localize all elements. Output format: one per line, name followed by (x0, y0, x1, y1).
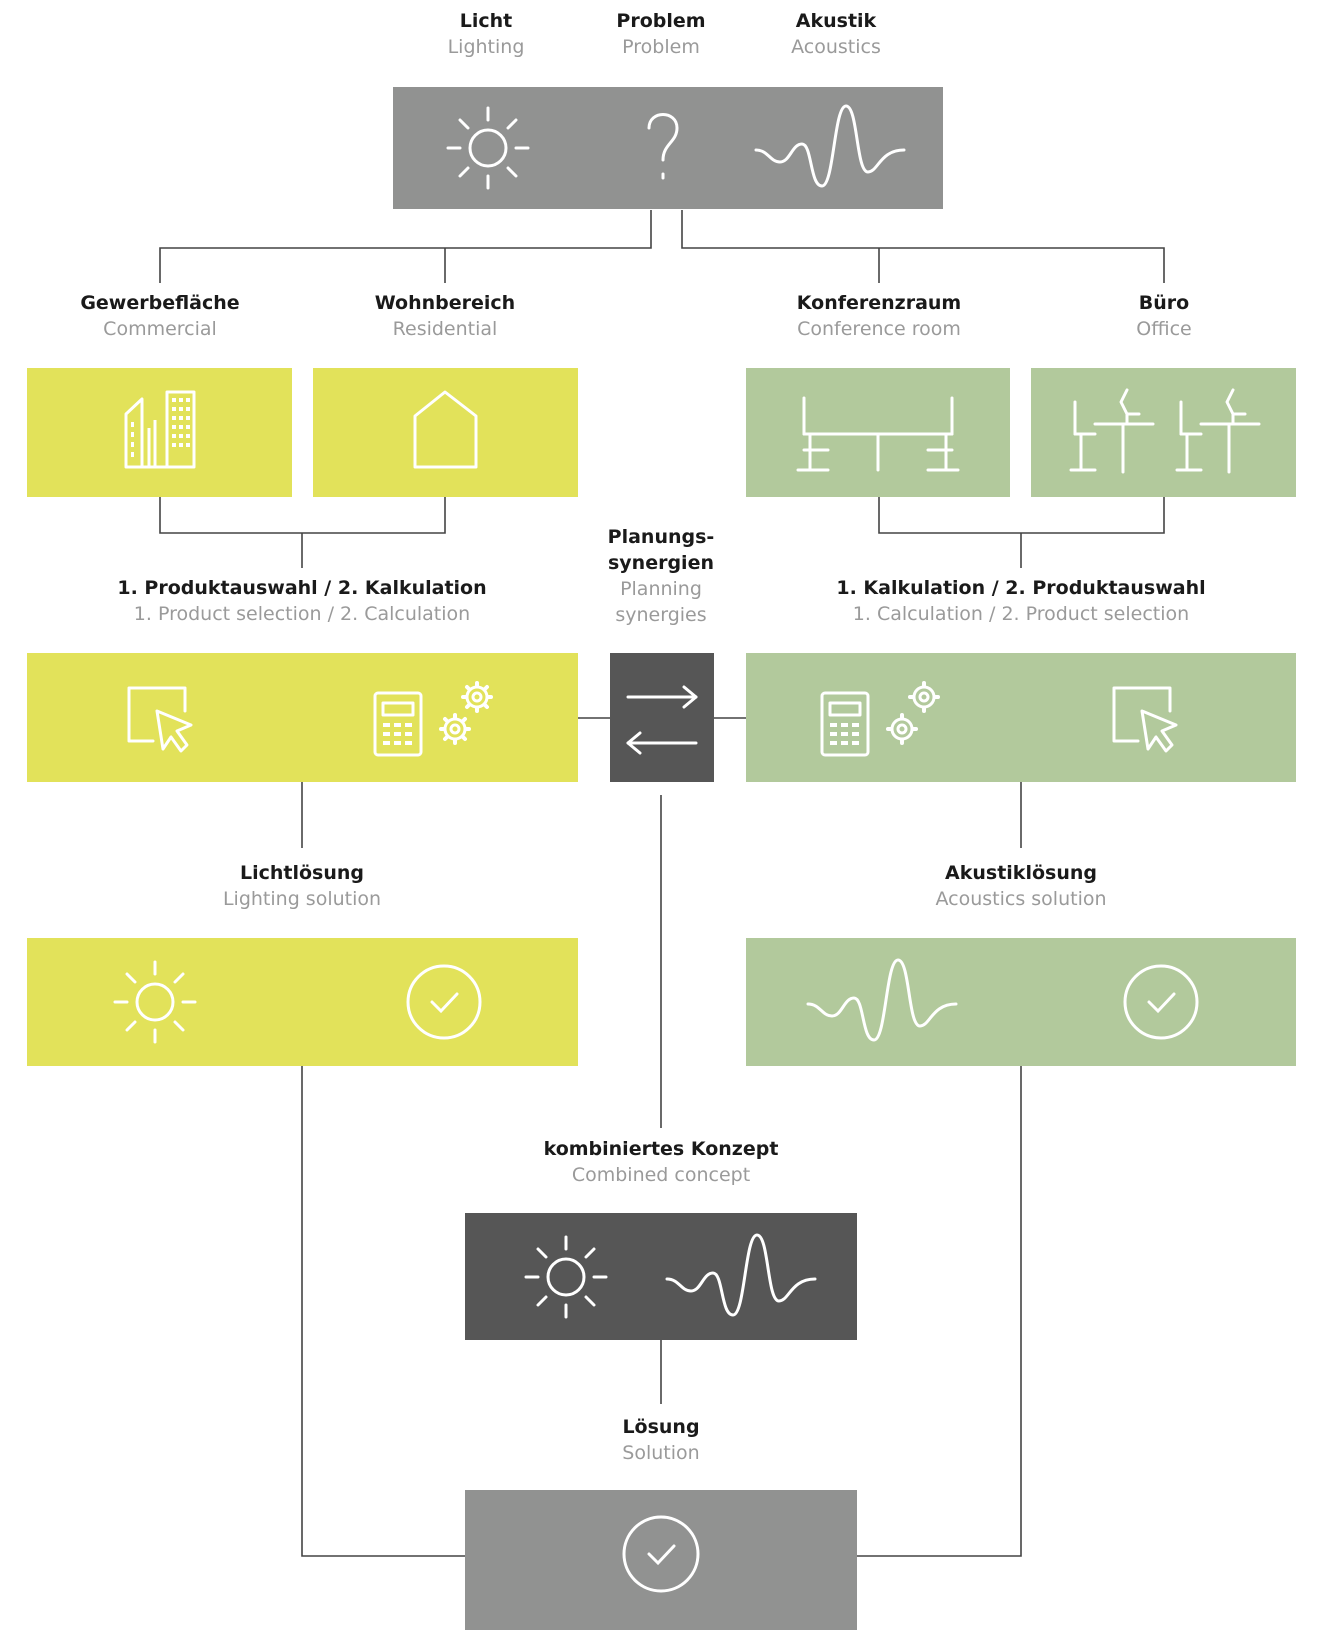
label-buero-en: Office (1136, 318, 1192, 340)
combined-concept-box (465, 1213, 857, 1340)
label-wohn-en: Residential (392, 318, 498, 340)
label-licht-en: Lighting (447, 36, 525, 58)
check-circle-icon (622, 1515, 700, 1593)
label-synergien-de2: synergien (607, 552, 714, 574)
label-licht-de: Licht (459, 10, 513, 32)
synergy-box (610, 653, 714, 782)
sun-icon (446, 106, 530, 190)
label-akustik: Akustik Acoustics (756, 8, 916, 60)
question-mark-icon (647, 113, 679, 180)
label-gewerbe-en: Commercial (103, 318, 217, 340)
label-problem-en: Problem (622, 36, 700, 58)
label-konferenz: Konferenzraum Conference room (744, 290, 1014, 342)
sun-icon (524, 1235, 608, 1319)
problem-box (393, 87, 943, 209)
exchange-arrows-icon (626, 685, 698, 755)
label-akustik-de: Akustik (795, 10, 877, 32)
label-lichtloesung: Lichtlösung Lighting solution (162, 860, 442, 912)
label-wohn: Wohnbereich Residential (325, 290, 565, 342)
office-buildings-icon (124, 390, 196, 469)
label-wohn-de: Wohnbereich (374, 292, 516, 314)
calculation-box (746, 653, 1296, 782)
conference-box (746, 368, 1010, 497)
label-buero-de: Büro (1138, 292, 1190, 314)
residential-box (313, 368, 578, 497)
label-buero: Büro Office (1064, 290, 1264, 342)
label-kombiniert-en: Combined concept (571, 1164, 751, 1186)
label-problem-de: Problem (616, 10, 706, 32)
label-produktauswahl: 1. Produktauswahl / 2. Kalkulation 1. Pr… (92, 575, 512, 627)
label-licht: Licht Lighting (406, 8, 566, 60)
label-kalkulation: 1. Kalkulation / 2. Produktauswahl 1. Ca… (811, 575, 1231, 627)
sound-wave-icon (806, 958, 958, 1042)
label-loesung-en: Solution (622, 1442, 700, 1464)
label-planungssynergien: Planungs- synergien Planning synergies (581, 524, 741, 628)
calculator-gears-icon (820, 681, 940, 757)
product-selection-box (27, 653, 578, 782)
label-kombiniert-de: kombiniertes Konzept (543, 1138, 779, 1160)
label-kombiniert: kombiniertes Konzept Combined concept (501, 1136, 821, 1188)
lighting-solution-box (27, 938, 578, 1066)
label-synergien-en2: synergies (615, 604, 707, 626)
label-gewerbe-de: Gewerbefläche (80, 292, 240, 314)
label-gewerbe: Gewerbefläche Commercial (40, 290, 280, 342)
label-lichtloesung-de: Lichtlösung (239, 862, 365, 884)
label-konferenz-en: Conference room (797, 318, 961, 340)
office-box (1031, 368, 1296, 497)
cursor-select-icon (127, 686, 193, 753)
label-lichtloesung-en: Lighting solution (222, 888, 382, 910)
commercial-box (27, 368, 292, 497)
check-circle-icon (406, 964, 482, 1040)
label-akustikloesung-en: Acoustics solution (935, 888, 1107, 910)
label-kalkulation-de: 1. Kalkulation / 2. Produktauswahl (836, 577, 1206, 599)
check-circle-icon (1123, 964, 1199, 1040)
label-loesung: Lösung Solution (561, 1414, 761, 1466)
conference-table-icon (796, 396, 960, 472)
label-akustik-en: Acoustics (791, 36, 881, 58)
label-synergien-de1: Planungs- (607, 526, 715, 548)
label-produktauswahl-de: 1. Produktauswahl / 2. Kalkulation (117, 577, 487, 599)
label-akustikloesung: Akustiklösung Acoustics solution (881, 860, 1161, 912)
label-produktauswahl-en: 1. Product selection / 2. Calculation (133, 603, 471, 625)
house-icon (413, 390, 478, 469)
label-synergien-en1: Planning (620, 578, 702, 600)
calculator-gears-icon (373, 681, 493, 757)
label-kalkulation-en: 1. Calculation / 2. Product selection (852, 603, 1190, 625)
sound-wave-icon (754, 104, 906, 188)
solution-box (465, 1490, 857, 1630)
sound-wave-icon (665, 1233, 817, 1317)
label-akustikloesung-de: Akustiklösung (945, 862, 1097, 884)
acoustics-solution-box (746, 938, 1296, 1066)
office-desks-icon (1069, 388, 1261, 474)
cursor-select-icon (1112, 686, 1178, 753)
label-loesung-de: Lösung (622, 1416, 700, 1438)
sun-icon (113, 960, 197, 1044)
label-konferenz-de: Konferenzraum (796, 292, 962, 314)
label-problem: Problem Problem (581, 8, 741, 60)
